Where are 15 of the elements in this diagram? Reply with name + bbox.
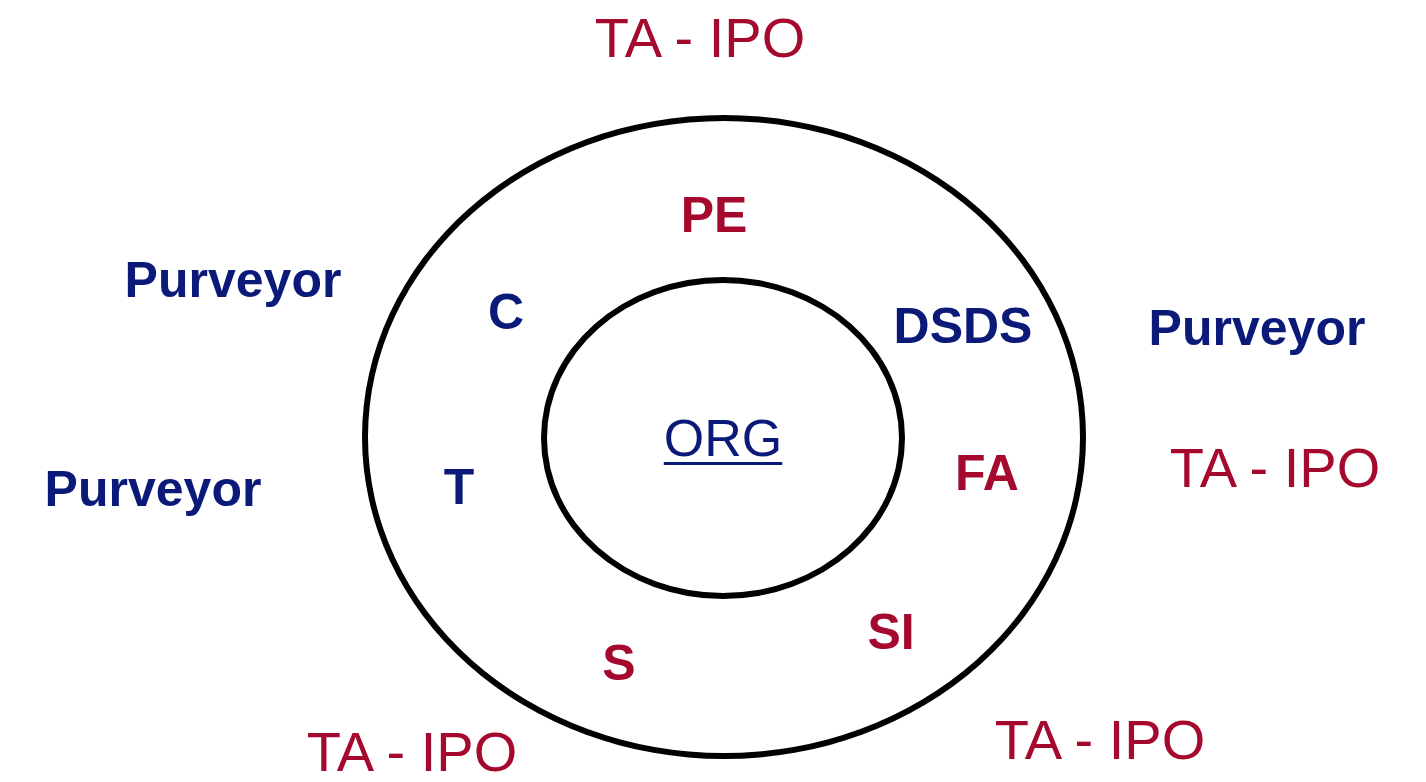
text-label: TA - IPO — [594, 10, 806, 66]
text-label: DSDS — [893, 301, 1033, 351]
text-label: Purveyor — [1148, 303, 1366, 353]
text-label: TA - IPO — [306, 724, 518, 780]
text-label: T — [443, 462, 475, 512]
text-label: FA — [955, 448, 1019, 498]
text-label: PE — [680, 190, 748, 240]
text-label: SI — [867, 607, 915, 657]
text-label: Purveyor — [44, 464, 262, 514]
text-label: C — [487, 287, 525, 337]
text-label: TA - IPO — [994, 712, 1206, 768]
text-label: Purveyor — [124, 255, 342, 305]
text-label: TA - IPO — [1169, 440, 1381, 496]
text-label: S — [602, 638, 636, 688]
node-label: ORG — [663, 408, 783, 468]
